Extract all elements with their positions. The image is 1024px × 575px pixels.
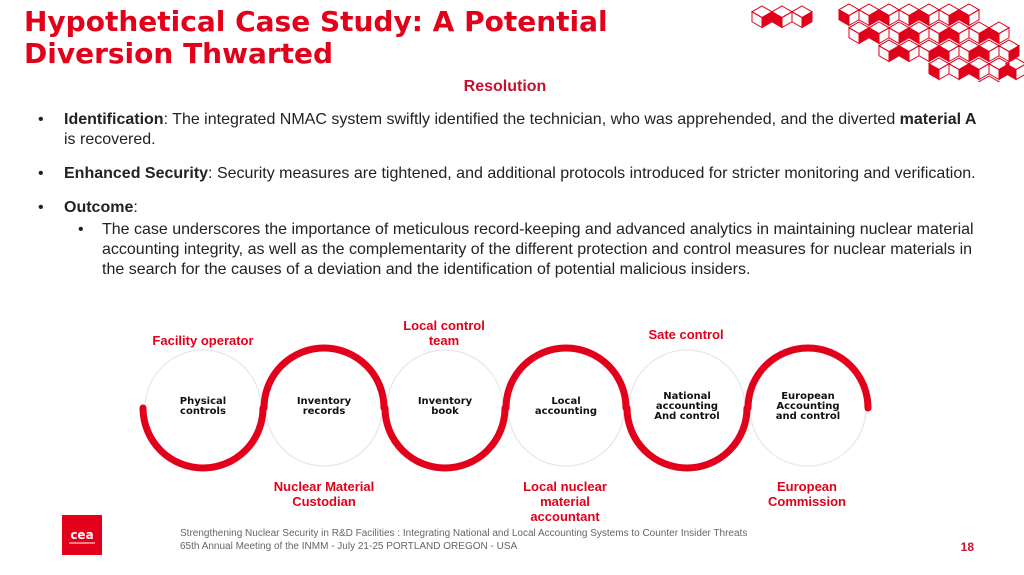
- footer-line-2: 65th Annual Meeting of the INMM - July 2…: [180, 541, 518, 552]
- cube-top-face: [977, 75, 1001, 82]
- bullet-term: Enhanced Security: [64, 165, 209, 182]
- cube-left-face: [868, 26, 880, 45]
- cube-right-face: [1008, 44, 1020, 63]
- cube-left-face: [838, 8, 850, 27]
- bullet-identification: Identification: The integrated NMAC syst…: [38, 110, 978, 150]
- cube-left-face: [751, 10, 763, 29]
- isometric-cubes-decoration: [750, 3, 1024, 82]
- cube-right-face: [761, 10, 773, 29]
- logo-text: cea: [70, 528, 93, 542]
- cube-right-face: [888, 44, 900, 63]
- label-facility-operator: Facility operator: [152, 333, 254, 348]
- bullet-colon: :: [133, 199, 138, 216]
- wave-arc-4: [502, 344, 630, 412]
- bullet-term: Identification: [64, 111, 164, 128]
- bullet-outcome: Outcome: The case underscores the import…: [38, 198, 978, 280]
- cube-right-face: [781, 10, 793, 29]
- red-wave: [139, 344, 872, 472]
- label-state-control: Sate control: [648, 327, 724, 342]
- bullet-emphasis: material A: [899, 111, 977, 128]
- wave-arc-3: [381, 404, 509, 472]
- bullet-enhanced-security: Enhanced Security: Security measures are…: [38, 164, 978, 184]
- wave-arc-5: [623, 404, 751, 472]
- sub-bullet-outcome: The case underscores the importance of m…: [64, 220, 978, 280]
- wave-arc-1: [139, 404, 267, 472]
- cube-left-face: [848, 26, 860, 45]
- cube-right-face: [801, 10, 813, 29]
- wave-arc-6: [744, 344, 872, 412]
- section-heading: Resolution: [463, 78, 547, 95]
- cea-logo-mark: cea: [69, 528, 95, 544]
- slide-footer: Strengthening Nuclear Security in R&D Fa…: [180, 527, 920, 553]
- cube-right-face: [1015, 64, 1024, 81]
- bullet-text: : Security measures are tightened, and a…: [208, 165, 976, 182]
- bullet-list: Identification: The integrated NMAC syst…: [38, 110, 978, 294]
- cube-left-face: [918, 44, 930, 63]
- cea-logo: cea: [62, 515, 102, 555]
- bullet-text: is recovered.: [64, 131, 156, 148]
- cube-right-face: [858, 26, 870, 45]
- bullet-term: Outcome: [64, 199, 134, 216]
- cube-left-face: [898, 44, 910, 63]
- slide-title: Hypothetical Case Study: A Potential Div…: [24, 5, 608, 70]
- cube-right-face: [968, 8, 980, 27]
- chain-rings: [139, 344, 872, 472]
- cube-left-face: [771, 10, 783, 29]
- wave-arc-2: [260, 344, 388, 412]
- cube-right-face: [908, 44, 920, 63]
- bullet-text: : The integrated NMAC system swiftly ide…: [163, 111, 900, 128]
- cube-left-face: [878, 44, 890, 63]
- cube-left-face: [791, 10, 803, 29]
- footer-line-1: Strengthening Nuclear Security in R&D Fa…: [180, 528, 748, 539]
- page-number: 18: [960, 540, 974, 554]
- cube-right-face: [998, 26, 1010, 45]
